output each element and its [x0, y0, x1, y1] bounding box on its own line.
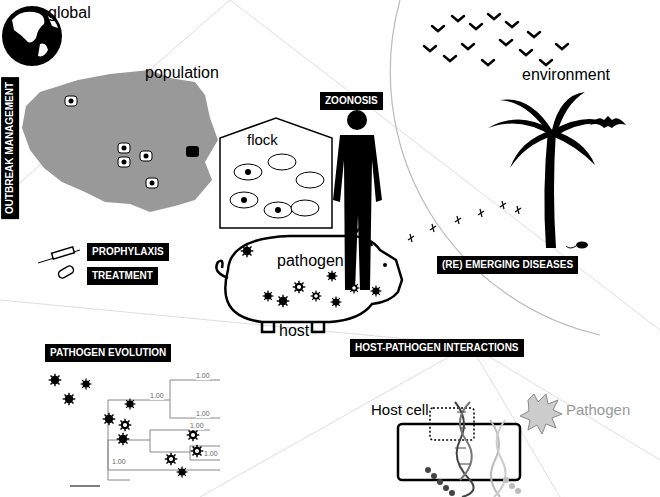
branch-value: 1.00 [190, 422, 204, 430]
text-label: Pathogen [566, 402, 630, 419]
box-label: TREATMENT [92, 270, 153, 281]
text-label: Host cell [371, 402, 429, 419]
text-box: PROPHYLAXIS [87, 243, 169, 261]
box-label: PATHOGEN EVOLUTION [50, 347, 166, 358]
text-label: flock [247, 132, 278, 149]
branch-value: 1.00 [112, 458, 126, 466]
branch-value: 1.00 [196, 410, 210, 418]
text-box: TREATMENT [87, 267, 158, 285]
text-label: pathogen [277, 252, 344, 270]
text-label: host [279, 322, 309, 340]
text-box: PATHOGEN EVOLUTION [45, 344, 171, 362]
box-label: HOST-PATHOGEN INTERACTIONS [355, 342, 519, 353]
text-label: global [48, 4, 91, 22]
branch-value: 1.00 [196, 372, 210, 380]
branch-value: 1.00 [150, 392, 164, 400]
text-label: population [145, 64, 219, 82]
text-box: ZOONOSIS [320, 92, 383, 110]
text-label: environment [522, 66, 610, 84]
text-box: HOST-PATHOGEN INTERACTIONS [350, 339, 524, 357]
branch-value: 1.00 [204, 450, 218, 458]
vertical-banner: OUTBREAK MANAGEMENT [1, 77, 19, 219]
box-label: ZOONOSIS [325, 95, 378, 106]
box-label: PROPHYLAXIS [92, 246, 164, 257]
box-label: (RE) EMERGING DISEASES [442, 259, 573, 270]
box-label: OUTBREAK MANAGEMENT [4, 82, 15, 214]
text-box: (RE) EMERGING DISEASES [437, 256, 578, 274]
